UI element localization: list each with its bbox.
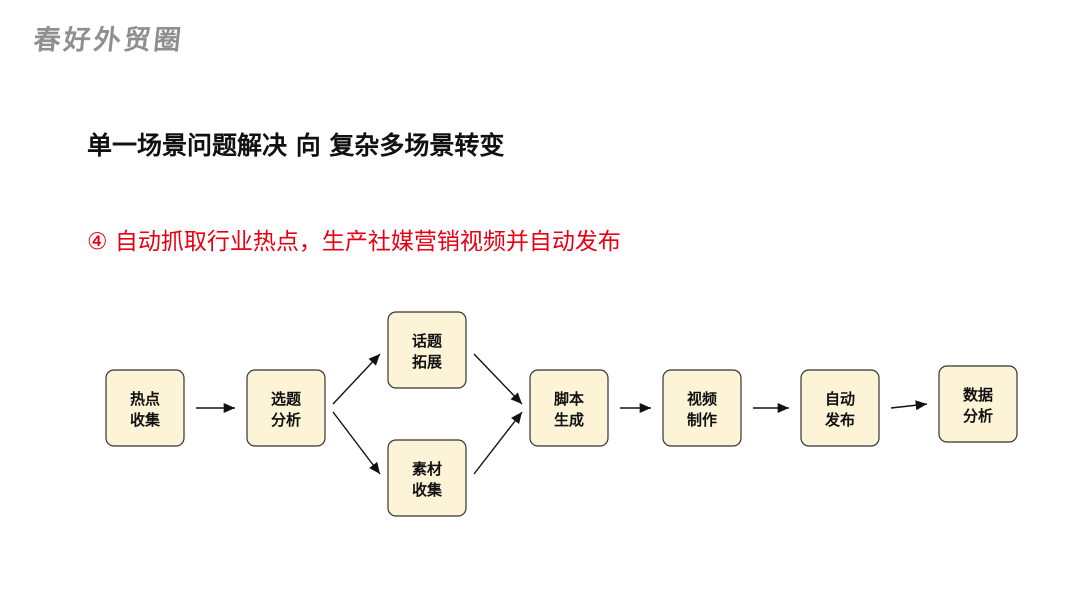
node-script: 脚本 生成 (529, 369, 609, 447)
node-hot-line-1: 热点 (130, 390, 160, 408)
node-analytics-line-2: 分析 (963, 407, 993, 425)
node-expand-box (387, 311, 467, 389)
node-material-line-2: 收集 (412, 481, 443, 499)
slide-subline: ④ 自动抓取行业热点，生产社媒营销视频并自动发布 (87, 229, 621, 255)
node-hot: 热点 收集 (105, 369, 185, 447)
node-topic-line-2: 分析 (271, 411, 301, 429)
node-script-line-2: 生成 (554, 411, 584, 429)
node-video-line-2: 制作 (687, 411, 717, 429)
edge-expand-script (473, 353, 523, 405)
node-topic: 选题 分析 (246, 369, 326, 447)
node-video: 视频 制作 (662, 369, 742, 447)
node-expand-line-1: 话题 (412, 332, 443, 350)
node-script-box (529, 369, 609, 447)
node-hot-line-2: 收集 (130, 411, 161, 429)
node-publish-box (800, 369, 880, 447)
node-analytics-line-1: 数据 (963, 386, 993, 404)
node-analytics-box (938, 365, 1018, 443)
node-video-box (662, 369, 742, 447)
node-publish-line-2: 发布 (824, 411, 855, 429)
node-material-line-1: 素材 (412, 460, 442, 478)
slide-headline: 单一场景问题解决 向 复杂多场景转变 (87, 131, 505, 160)
edge-publish-analytics (890, 400, 928, 411)
node-publish-line-1: 自动 (825, 390, 855, 408)
edge-material-script (473, 411, 523, 475)
edge-topic-expand (332, 353, 381, 405)
node-material-box (387, 439, 467, 517)
node-analytics: 数据 分析 (938, 365, 1018, 443)
node-hot-box (105, 369, 185, 447)
node-topic-line-1: 选题 (271, 390, 302, 408)
node-expand: 话题 拓展 (387, 311, 467, 389)
node-topic-box (246, 369, 326, 447)
node-material: 素材 收集 (387, 439, 467, 517)
node-script-line-1: 脚本 (554, 390, 584, 408)
node-expand-line-2: 拓展 (412, 353, 442, 371)
node-publish: 自动 发布 (800, 369, 880, 447)
edge-topic-material (332, 411, 381, 475)
node-video-line-1: 视频 (687, 390, 717, 408)
flow-edges (196, 353, 928, 475)
